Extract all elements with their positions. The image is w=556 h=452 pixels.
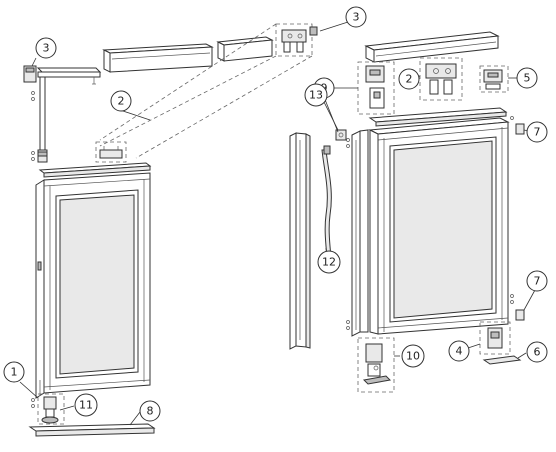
svg-text:5: 5 <box>524 72 531 85</box>
svg-text:8: 8 <box>147 405 154 418</box>
left-bottom-hinge <box>31 393 65 425</box>
left-top-hinge-arm <box>31 67 102 163</box>
left-end-cap <box>23 65 37 83</box>
callout-2-left: 2 <box>110 90 132 112</box>
svg-text:10: 10 <box>406 350 420 363</box>
svg-text:1: 1 <box>11 366 18 379</box>
callout-4: 4 <box>448 340 470 362</box>
svg-text:4: 4 <box>456 345 463 358</box>
corner-piece-top <box>510 116 525 135</box>
svg-text:3: 3 <box>353 11 360 24</box>
right-bottom-part <box>479 321 511 355</box>
corner-piece-bottom <box>510 294 525 321</box>
svg-text:11: 11 <box>79 399 93 412</box>
left-top-seal <box>38 162 152 178</box>
callout-7-bottom: 7 <box>526 270 548 292</box>
svg-text:2: 2 <box>406 73 413 86</box>
callout-3-top: 3 <box>345 6 367 28</box>
right-clip <box>479 65 509 93</box>
svg-text:12: 12 <box>322 256 336 269</box>
left-top-rail <box>102 43 214 73</box>
callout-2-right: 2 <box>398 68 420 90</box>
callout-8: 8 <box>139 400 161 422</box>
bottom-sill <box>28 423 156 437</box>
callout-13: 13 <box>304 83 328 107</box>
right-top-seal <box>368 107 508 127</box>
projection-lines-left <box>99 23 313 159</box>
callout-6: 6 <box>526 341 548 363</box>
callout-10: 10 <box>401 344 425 368</box>
right-bottom-hinge <box>357 337 395 393</box>
seal-strip <box>321 145 332 259</box>
right-door-frame <box>368 117 510 335</box>
svg-text:3: 3 <box>43 42 50 55</box>
left-assembly <box>23 23 318 437</box>
svg-text:7: 7 <box>534 126 541 139</box>
callout-5: 5 <box>516 67 538 89</box>
right-bracket <box>419 57 463 101</box>
top-bracket <box>275 23 318 57</box>
right-top-rail <box>364 31 500 63</box>
left-door-frame <box>35 172 151 399</box>
right-hinge-part <box>357 61 395 115</box>
connector-part <box>322 99 347 141</box>
door-top-bracket <box>95 141 127 163</box>
right-side-profile <box>346 129 369 337</box>
callout-12: 12 <box>317 250 341 274</box>
svg-text:2: 2 <box>118 95 125 108</box>
svg-text:13: 13 <box>309 89 323 102</box>
svg-text:7: 7 <box>534 275 541 288</box>
callout-1: 1 <box>3 361 25 383</box>
callout-11: 11 <box>74 393 98 417</box>
right-assembly <box>289 31 525 393</box>
callout-7-top: 7 <box>526 121 548 143</box>
left-top-rail-extension <box>216 36 274 62</box>
vertical-profile <box>289 132 311 350</box>
callout-3-left: 3 <box>35 37 57 59</box>
right-sill-piece <box>482 355 522 365</box>
svg-text:6: 6 <box>534 346 541 359</box>
